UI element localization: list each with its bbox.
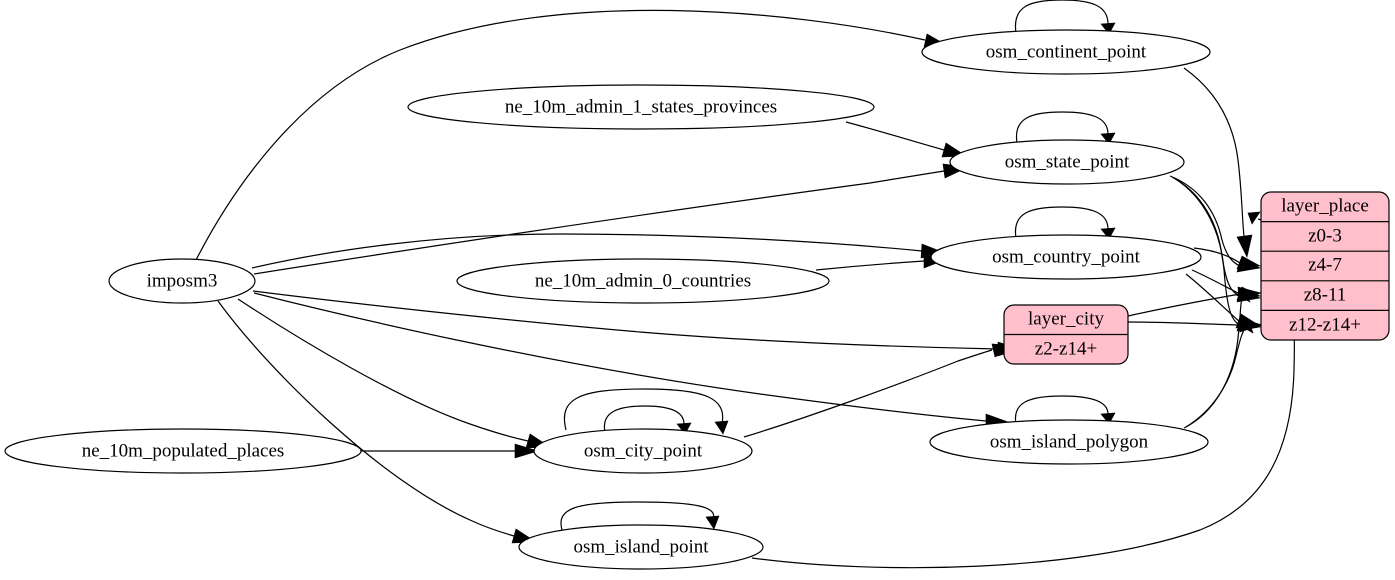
node-shape-ne_countries[interactable] xyxy=(456,258,830,304)
edge-imposm3-to-osm_island_polygon xyxy=(253,292,987,422)
edge-osm_city_point-to-layer_city xyxy=(743,349,993,438)
arrowhead-selfloop-osm_continent_point xyxy=(1100,22,1116,35)
edge-osm_country_point-to-layer_place-z12 xyxy=(1185,273,1241,323)
edge-selfloop-osm_island_point xyxy=(560,501,715,531)
edge-osm_country_point-to-layer_place-z8-11 xyxy=(1191,269,1241,295)
edge-selfloop-osm_city_point-inner xyxy=(603,405,685,433)
node-shape-osm_state_point[interactable] xyxy=(949,139,1185,185)
arrowhead-osm_country_point-z4-7 xyxy=(1236,255,1261,270)
node-ne_10m_admin_0_countries[interactable]: ne_10m_admin_0_countries xyxy=(456,258,830,304)
node-shape-osm_island_polygon[interactable] xyxy=(929,419,1209,465)
edge-selfloop-osm_city_point-outer xyxy=(563,388,724,431)
arrowhead-selfloop-osm_country_point xyxy=(1100,227,1116,240)
arrowhead-osm_island_polygon-z12 xyxy=(1238,323,1254,334)
arrowhead-osm_island_point-z12 xyxy=(1247,211,1261,225)
node-shape-osm_city_point[interactable] xyxy=(533,428,753,474)
edge-osm_state_point-to-layer_place-z12 xyxy=(1173,177,1241,326)
arrowhead-selfloop-osm_city_point-outer xyxy=(714,420,729,435)
record-fill-layer_place xyxy=(1261,192,1389,340)
node-osm_continent_point[interactable]: osm_continent_point xyxy=(921,29,1211,75)
arrowhead-osm_island_polygon-z8-11 xyxy=(1234,293,1251,303)
edge-imposm3-to-osm_country_point xyxy=(251,233,923,269)
edge-imposm3-to-osm_island_point xyxy=(217,300,515,537)
arrowhead-ne_populated-osm_city_point xyxy=(514,443,540,459)
edge-selfloop-osm_country_point xyxy=(1014,206,1109,239)
arrowhead-selfloop-osm_island_polygon xyxy=(1100,412,1116,425)
node-osm_city_point[interactable]: osm_city_point xyxy=(533,428,753,474)
arrowhead-selfloop-osm_island_point xyxy=(705,515,720,530)
node-osm_country_point[interactable]: osm_country_point xyxy=(930,234,1202,280)
node-ne_10m_admin_1_states_provinces[interactable]: ne_10m_admin_1_states_provinces xyxy=(407,84,875,130)
node-imposm3[interactable]: imposm3 xyxy=(108,258,256,304)
record-node-layer_city[interactable]: layer_city z2-z14+ xyxy=(1003,304,1129,365)
edge-imposm3-to-osm_city_point xyxy=(237,298,529,442)
edge-selfloop-osm_island_polygon xyxy=(1014,395,1109,425)
node-shape-imposm3[interactable] xyxy=(108,258,256,304)
edge-osm_continent_point-to-layer_place-z0-3 xyxy=(1183,67,1245,237)
edge-osm_state_point-to-layer_place-z8-11 xyxy=(1171,176,1241,297)
edge-ne_states-to-osm_state_point xyxy=(845,121,945,151)
edge-imposm3-to-layer_city xyxy=(252,290,999,350)
arrowhead-selfloop-osm_state_point xyxy=(1100,132,1116,145)
edge-imposm3-to-osm_state_point xyxy=(253,170,945,275)
edge-ne_countries-to-osm_country_point xyxy=(815,260,925,271)
edge-osm_country_point-to-layer_place-z4-7 xyxy=(1193,247,1241,264)
node-layer: imposm3 ne_10m_admin_1_states_provinces … xyxy=(4,29,1211,570)
edge-selfloop-osm_state_point xyxy=(1015,111,1109,144)
edge-osm_island_polygon-to-layer_place-z12 xyxy=(1185,326,1247,428)
edge-osm_state_point-to-layer_place-z4-7 xyxy=(1169,175,1241,267)
node-shape-ne_states[interactable] xyxy=(407,84,875,130)
record-outline-layer_place xyxy=(1260,191,1390,341)
node-shape-osm_island_point[interactable] xyxy=(518,524,764,570)
node-ne_10m_populated_places[interactable]: ne_10m_populated_places xyxy=(4,428,362,474)
arrowhead-osm_continent_point-z0-3 xyxy=(1236,234,1253,258)
node-osm_island_polygon[interactable]: osm_island_polygon xyxy=(929,419,1209,465)
edge-imposm3-to-osm_continent_point xyxy=(195,9,926,261)
arrowhead-selfloop-osm_city_point-inner xyxy=(676,422,692,435)
node-osm_state_point[interactable]: osm_state_point xyxy=(949,139,1185,185)
node-shape-osm_country_point[interactable] xyxy=(930,234,1202,280)
node-shape-ne_populated[interactable] xyxy=(4,428,362,474)
edge-selfloop-osm_continent_point xyxy=(1014,0,1109,34)
edge-layer_city-to-layer_place-z12 xyxy=(1127,321,1241,326)
node-osm_island_point[interactable]: osm_island_point xyxy=(518,524,764,570)
node-shape-osm_continent_point[interactable] xyxy=(921,29,1211,75)
edge-layer_city-to-layer_place-z8-11 xyxy=(1127,293,1241,317)
record-node-layer_place[interactable]: layer_place z0-3 z4-7 z8-11 z12-z14+ xyxy=(1260,191,1390,341)
